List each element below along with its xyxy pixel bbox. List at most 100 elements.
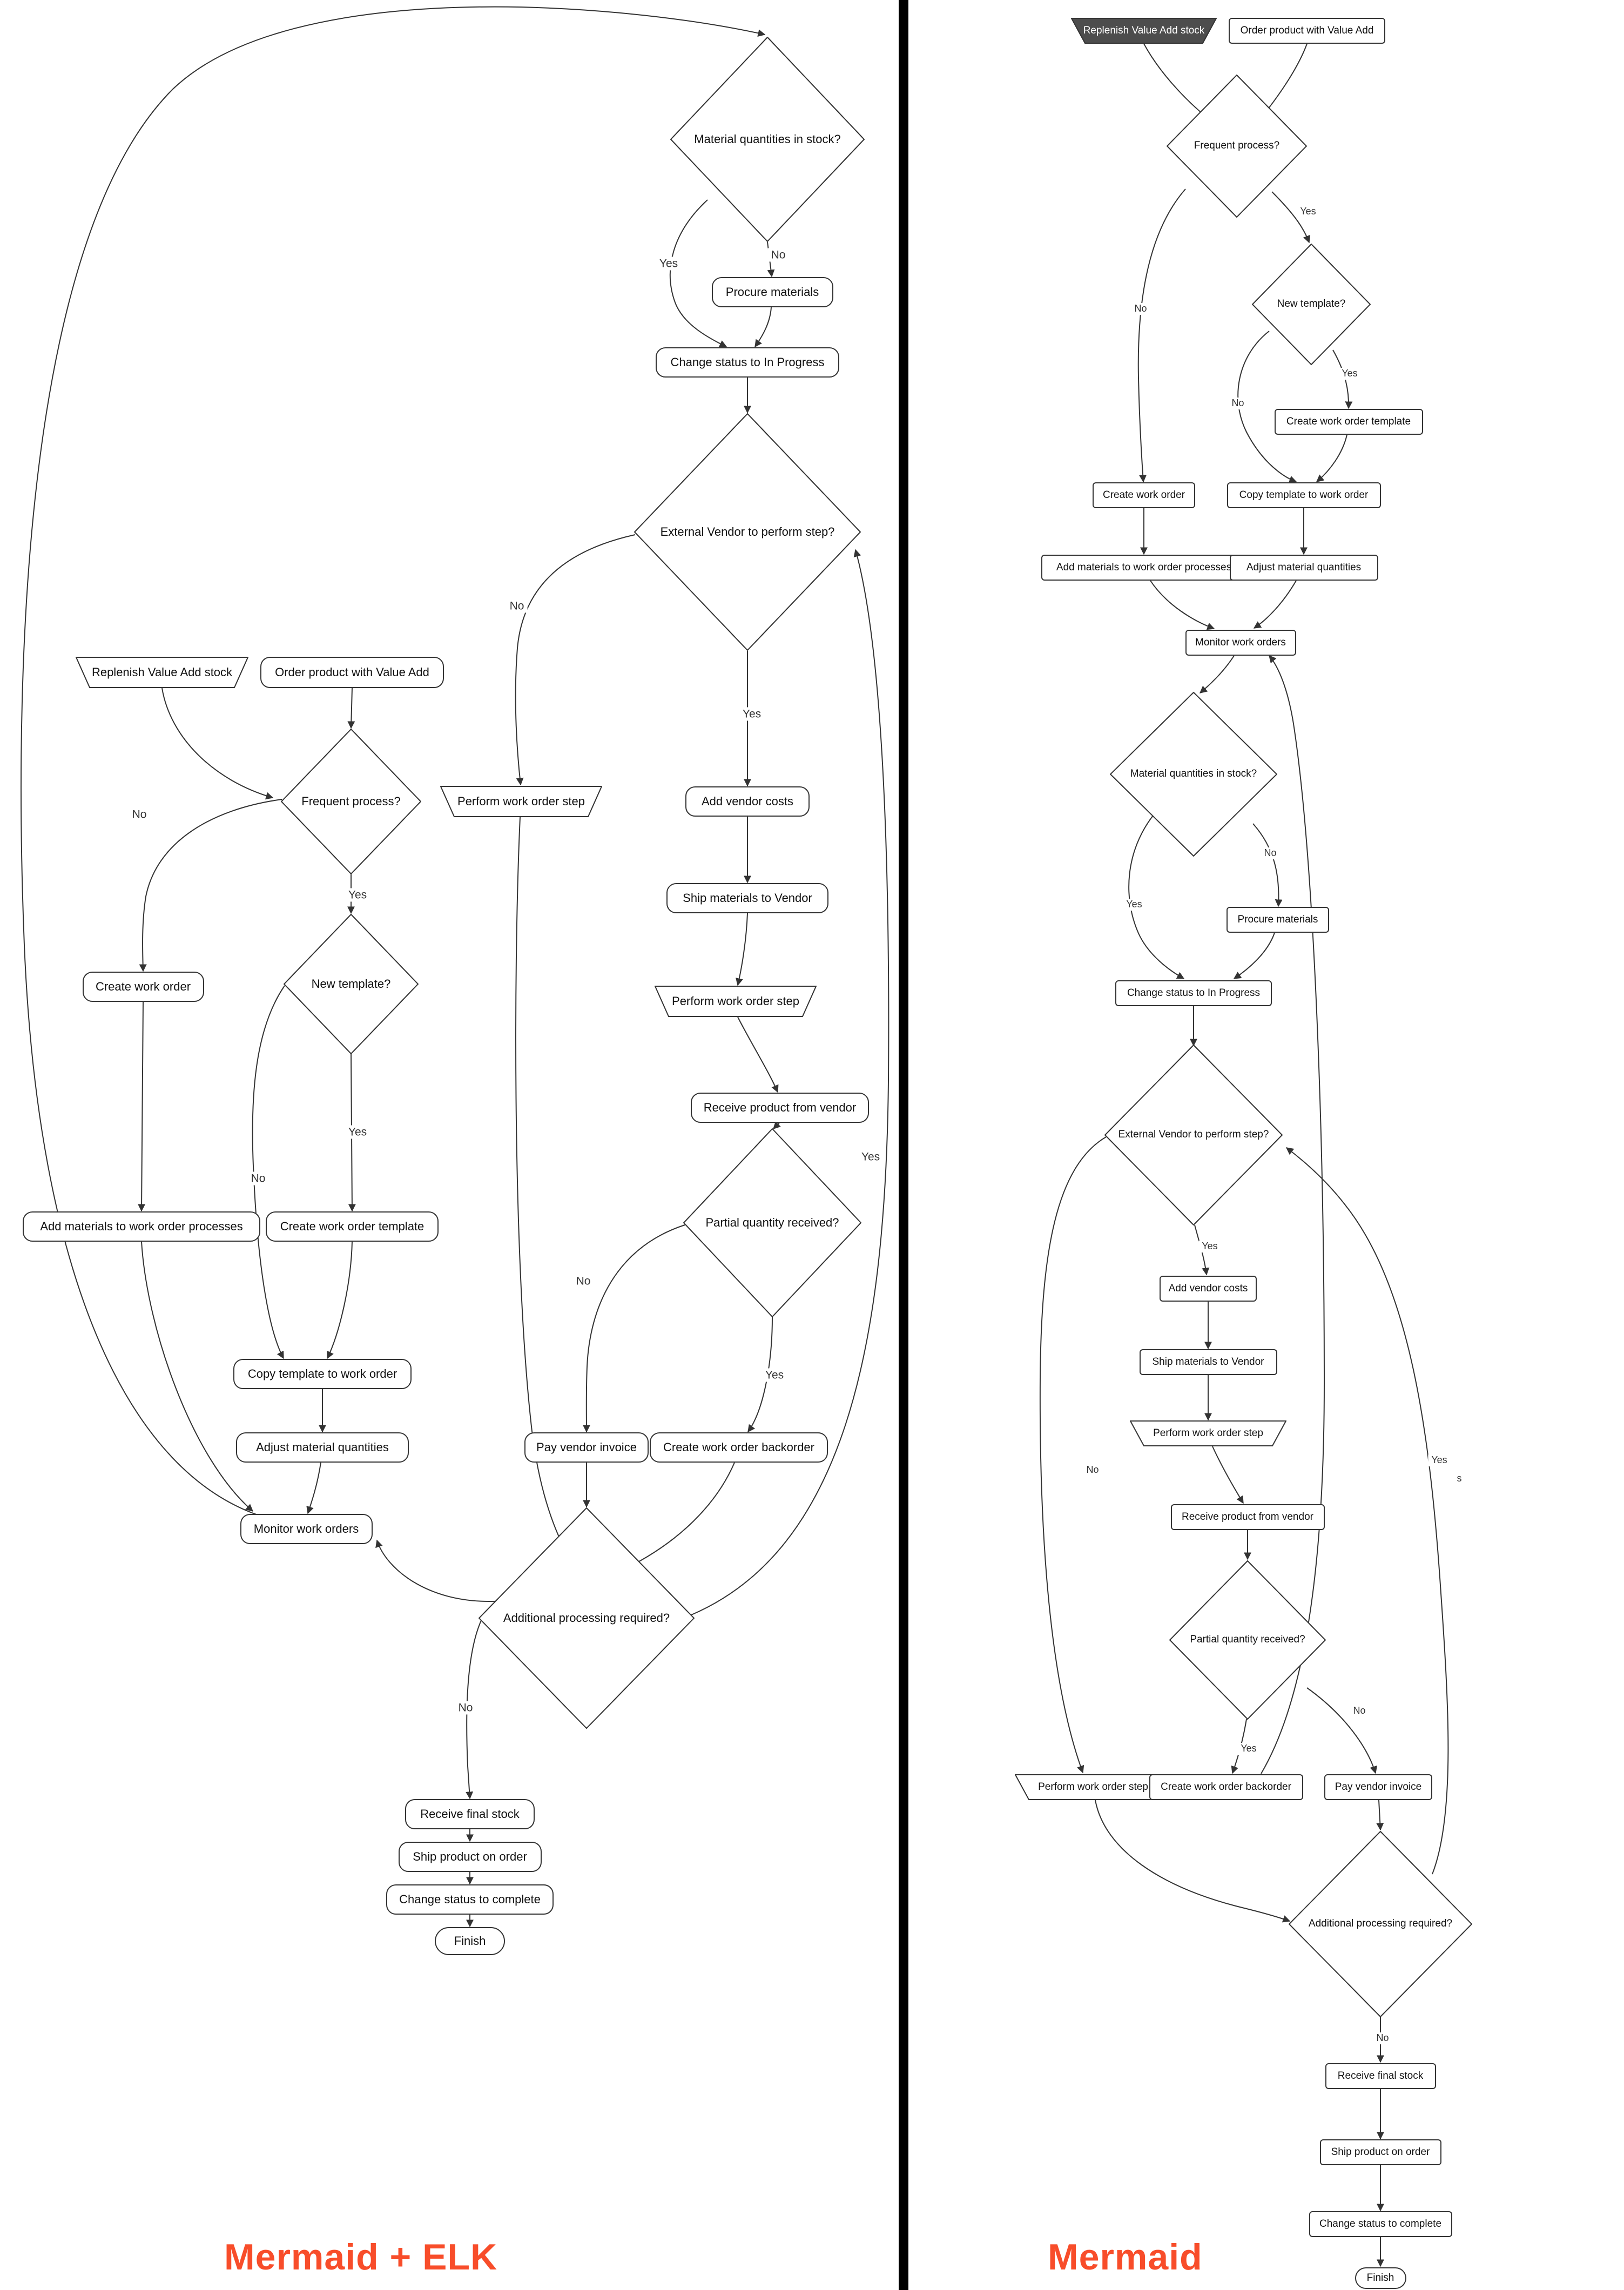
edge-label: No — [1228, 398, 1248, 409]
node-label: Create work order backorder — [663, 1440, 814, 1454]
edge-label: Yes — [739, 707, 765, 721]
flow-edge — [754, 307, 772, 348]
flow-edge — [582, 1224, 685, 1433]
node-label: Partial quantity received? — [705, 1216, 839, 1229]
node-additional-processing-question: Additional processing required? — [1289, 1830, 1472, 2017]
node-create-work-order-backorder: Create work order backorder — [1149, 1774, 1303, 1800]
node-label: Add materials to work order processes — [40, 1220, 243, 1233]
edge-label: No — [455, 1701, 476, 1715]
node-label: Adjust material quantities — [256, 1440, 389, 1454]
node-label: Perform work order step — [672, 994, 799, 1008]
trapezoid-shape — [1130, 1420, 1286, 1446]
panel-divider — [899, 0, 908, 2290]
flow-edge — [1316, 434, 1347, 482]
flow-edge — [1233, 932, 1275, 979]
mermaid-caption: Mermaid — [1048, 2237, 1203, 2278]
edge-label: Yes — [1198, 1241, 1221, 1252]
edge-label: No — [1131, 303, 1150, 315]
node-label: New template? — [311, 977, 391, 991]
node-label: New template? — [1277, 298, 1346, 309]
node-ship-product-on-order: Ship product on order — [398, 1842, 542, 1872]
node-label: Frequent process? — [1194, 140, 1280, 151]
node-label: Order product with Value Add — [1240, 25, 1374, 36]
node-label: Material quantities in stock? — [694, 132, 841, 146]
node-change-status-in-progress: Change status to In Progress — [656, 347, 839, 378]
node-ship-materials-to-vendor: Ship materials to Vendor — [1139, 1349, 1277, 1375]
trapezoid-shape — [655, 986, 817, 1017]
node-label: Create work order template — [1286, 416, 1411, 427]
node-replenish-value-add-stock: Replenish Value Add stock — [1071, 18, 1217, 44]
node-label: Ship materials to Vendor — [1152, 1356, 1264, 1368]
diamond-shape — [1252, 243, 1371, 365]
node-perform-work-order-step-vendor: Perform work order step — [1130, 1420, 1286, 1446]
node-label: Additional processing required? — [1308, 1918, 1453, 1929]
node-label: Perform work order step — [1038, 1781, 1148, 1793]
node-label: Monitor work orders — [253, 1522, 359, 1535]
node-label: Procure materials — [725, 285, 819, 299]
node-change-status-to-complete: Change status to complete — [386, 1884, 554, 1915]
node-order-product-value-add: Order product with Value Add — [1229, 18, 1385, 44]
flow-edge — [1095, 1800, 1291, 1923]
node-create-work-order: Create work order — [1093, 482, 1195, 508]
flow-edge — [161, 688, 274, 800]
flow-edge — [306, 1462, 321, 1514]
node-external-vendor-question: External Vendor to perform step? — [634, 413, 861, 651]
edge-label: No — [1350, 1705, 1369, 1717]
node-label: Perform work order step — [457, 794, 585, 808]
diamond-shape — [281, 729, 421, 874]
elk-caption: Mermaid + ELK — [224, 2237, 498, 2278]
flow-edge — [1150, 580, 1215, 630]
node-add-materials-to-processes: Add materials to work order processes — [1041, 555, 1246, 581]
edge-label: No — [1373, 2032, 1392, 2044]
node-label: Ship materials to Vendor — [683, 891, 812, 905]
node-adjust-material-quantities: Adjust material quantities — [236, 1432, 409, 1463]
node-label: Change status to complete — [399, 1892, 541, 1906]
diamond-shape — [1167, 74, 1307, 218]
node-label: Create work order — [1102, 489, 1185, 501]
node-pay-vendor-invoice: Pay vendor invoice — [1324, 1774, 1432, 1800]
node-frequent-process-question: Frequent process? — [1167, 74, 1307, 218]
node-label: Order product with Value Add — [275, 665, 429, 679]
diamond-shape — [634, 413, 861, 651]
node-label: Replenish Value Add stock — [1083, 25, 1205, 36]
node-frequent-process-question: Frequent process? — [281, 729, 421, 874]
edge-label: Yes — [1297, 206, 1319, 218]
node-label: Add materials to work order processes — [1056, 562, 1232, 573]
node-label: Finish — [1366, 2272, 1394, 2284]
node-new-template-question: New template? — [284, 914, 419, 1054]
edge-label: No — [506, 599, 528, 613]
edge-label: Yes — [1338, 368, 1361, 380]
flow-edge — [327, 1241, 353, 1359]
node-perform-work-order-step-internal: Perform work order step — [1015, 1774, 1171, 1800]
node-pay-vendor-invoice: Pay vendor invoice — [524, 1432, 649, 1463]
edge-label: Yes — [1428, 1454, 1451, 1466]
node-add-materials-to-processes: Add materials to work order processes — [23, 1211, 260, 1242]
node-monitor-work-orders: Monitor work orders — [1185, 630, 1296, 656]
node-label: Copy template to work order — [1239, 489, 1369, 501]
node-create-work-order: Create work order — [82, 972, 204, 1002]
node-receive-final-stock: Receive final stock — [1325, 2063, 1436, 2089]
node-label: Perform work order step — [1153, 1427, 1263, 1439]
edge-label: No — [1261, 847, 1280, 859]
edge-label: s — [1453, 1473, 1465, 1485]
node-label: Procure materials — [1237, 914, 1318, 925]
node-perform-work-order-step-1: Perform work order step — [440, 786, 602, 817]
node-label: Pay vendor invoice — [1335, 1781, 1422, 1793]
flow-edge — [347, 688, 355, 729]
node-ship-materials-to-vendor: Ship materials to Vendor — [666, 883, 828, 913]
node-label: Additional processing required? — [503, 1611, 670, 1625]
node-replenish-value-add-stock: Replenish Value Add stock — [76, 657, 248, 688]
flow-edge — [138, 1001, 146, 1212]
edge-label: No — [1083, 1464, 1102, 1476]
node-label: Receive product from vendor — [1182, 1511, 1313, 1523]
node-change-status-to-complete: Change status to complete — [1309, 2211, 1452, 2237]
node-label: Pay vendor invoice — [536, 1440, 637, 1454]
node-create-work-order-template: Create work order template — [1274, 409, 1423, 435]
edge-label: Yes — [858, 1150, 884, 1164]
node-order-product-value-add: Order product with Value Add — [260, 657, 444, 688]
flow-edge — [1039, 1136, 1107, 1774]
node-create-work-order-backorder: Create work order backorder — [650, 1432, 828, 1463]
node-monitor-work-orders: Monitor work orders — [240, 1514, 373, 1544]
node-label: Change status to complete — [1319, 2218, 1442, 2230]
